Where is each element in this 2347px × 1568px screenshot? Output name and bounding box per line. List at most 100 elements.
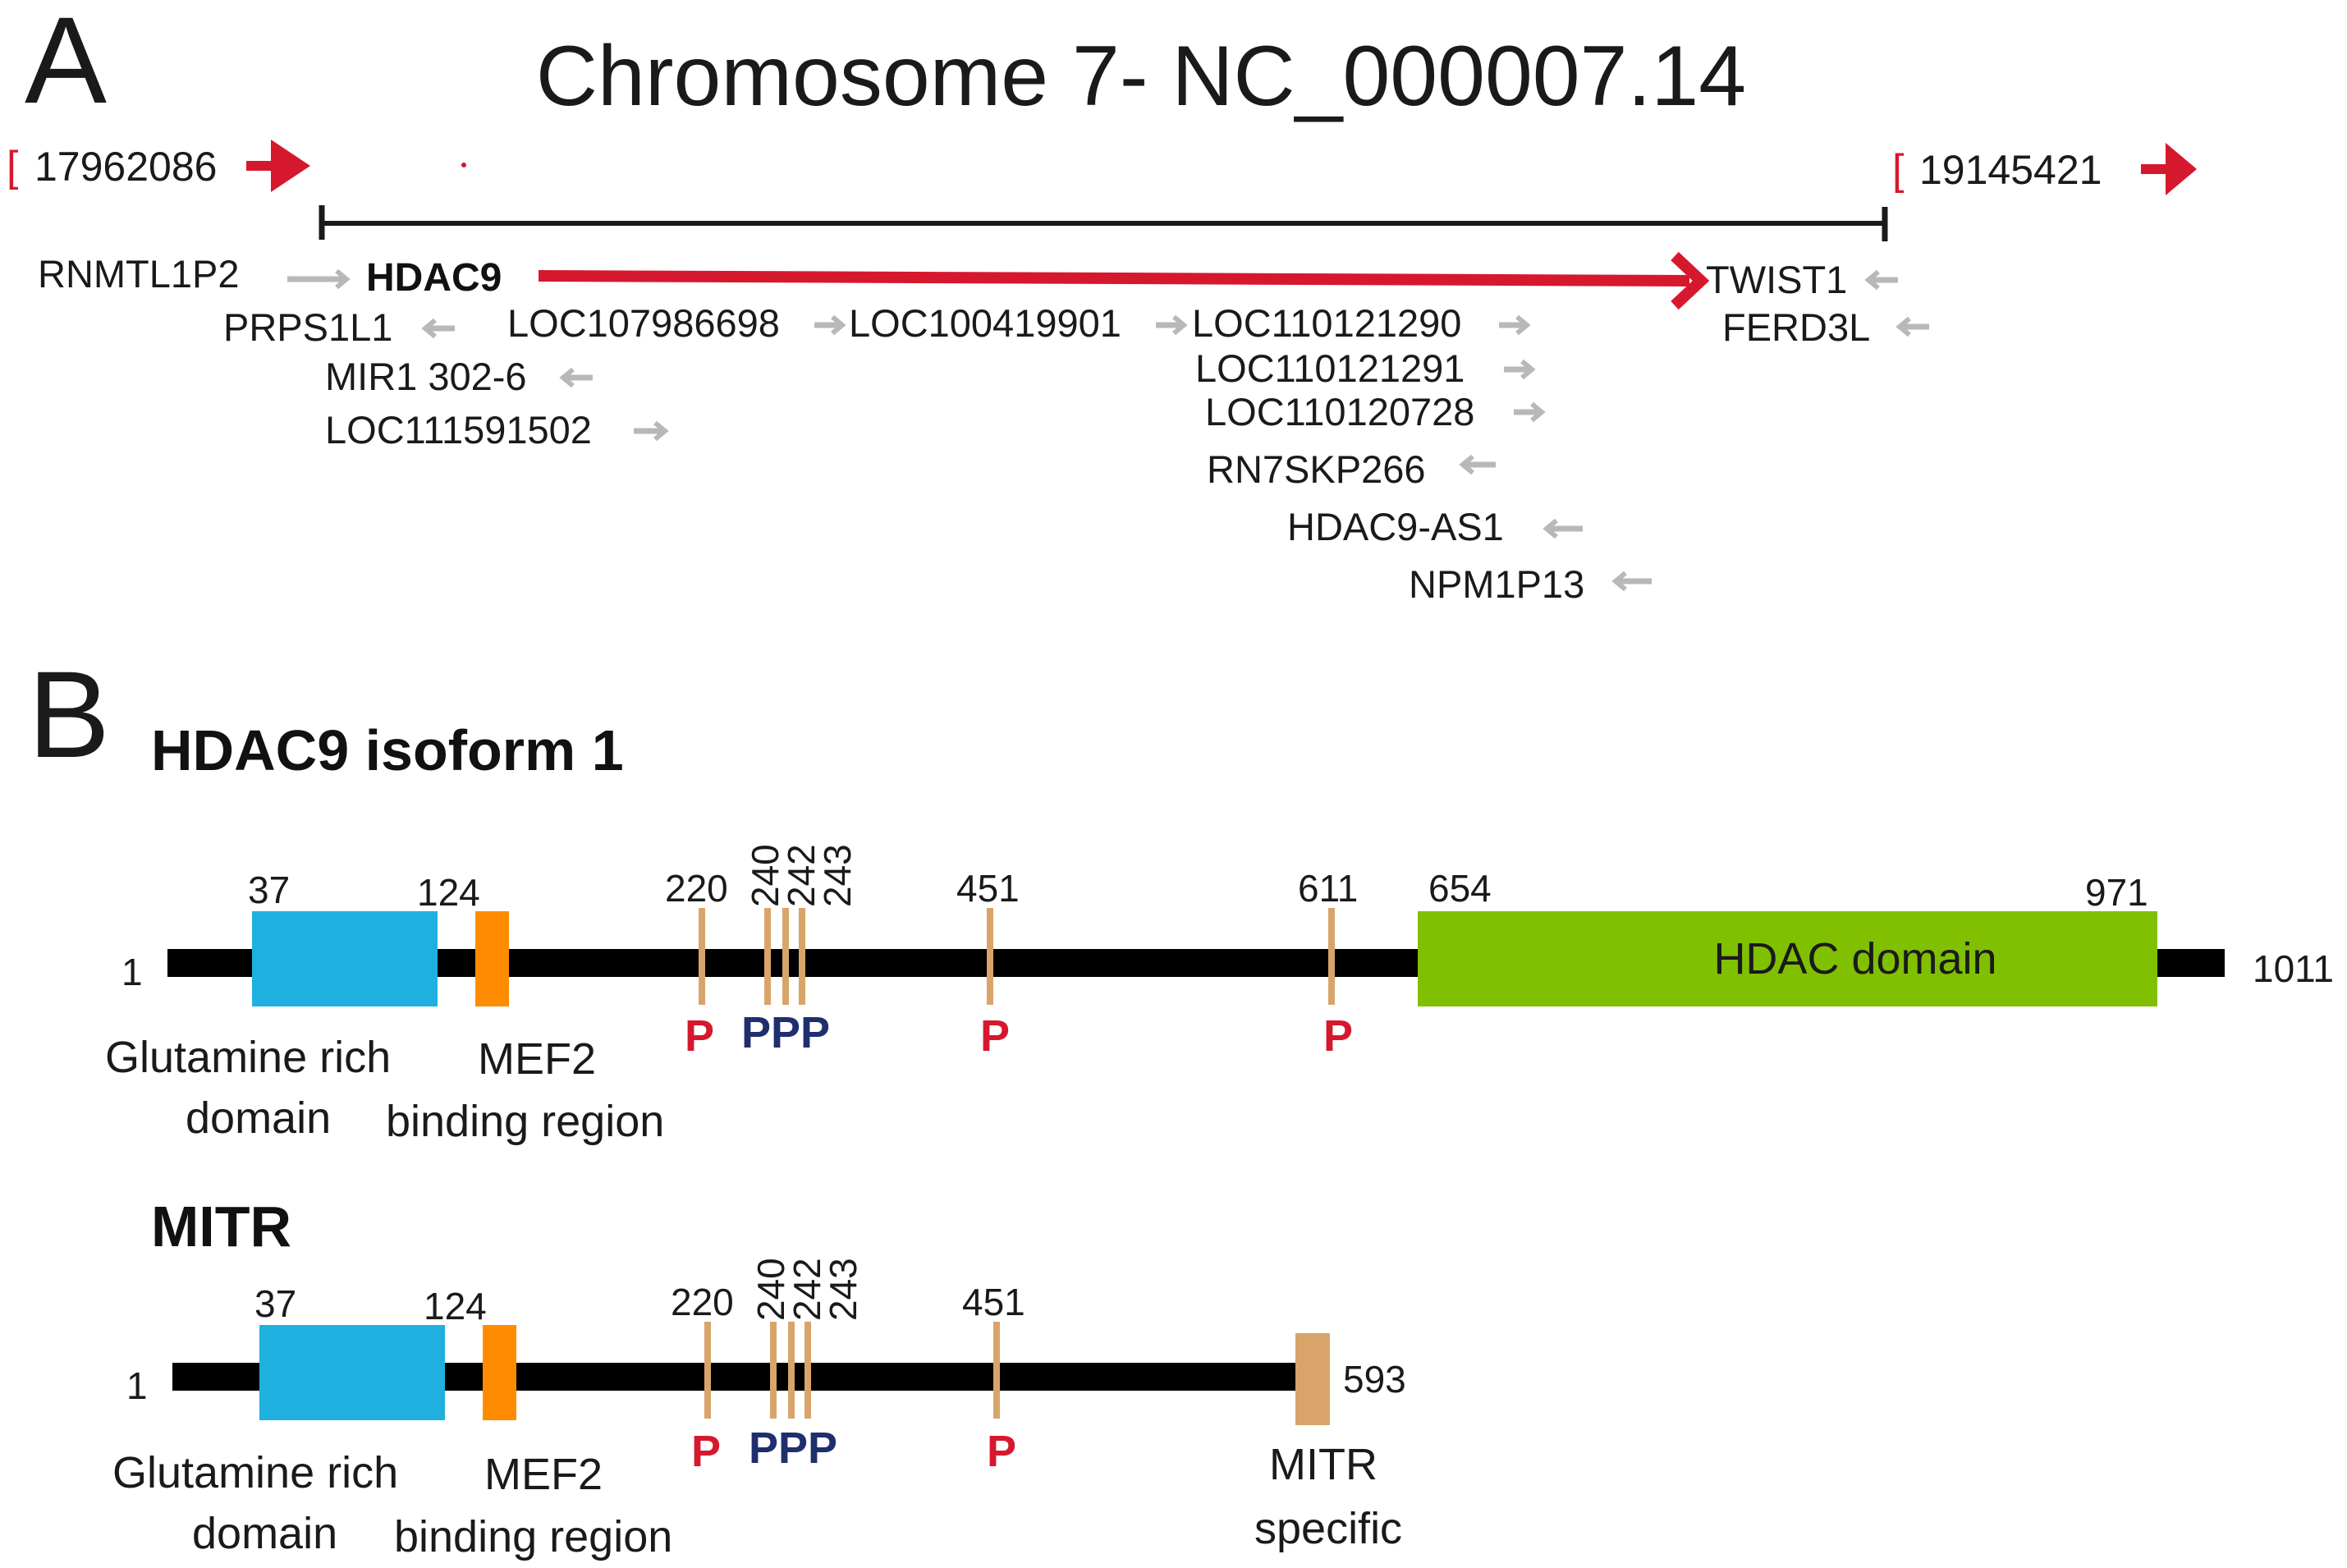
- forward-arrow-icon: [1156, 314, 1188, 336]
- gene-prps1l1: PRPS1L1: [223, 305, 455, 349]
- site-label-220: 220: [671, 1281, 734, 1323]
- glutamine-caption-line2: domain: [192, 1509, 337, 1558]
- hdac-start-label: 654: [1428, 867, 1492, 910]
- reverse-arrow-icon: [1864, 269, 1898, 291]
- glutamine-end-label: 124: [417, 871, 480, 914]
- gene-ferd3l: FERD3L: [1722, 305, 1929, 349]
- mef2-binding-region: [483, 1325, 516, 1420]
- site-marker: [804, 1322, 811, 1419]
- gene-loc110120728: LOC110120728: [1205, 390, 1546, 433]
- site-marker: [699, 908, 705, 1005]
- gene-label: LOC110120728: [1205, 390, 1474, 433]
- gene-rn7skp266: RN7SKP266: [1207, 447, 1496, 491]
- isoform-title: HDAC9 isoform 1: [151, 718, 624, 782]
- reverse-arrow-icon: [1895, 316, 1929, 337]
- range-bar: [319, 205, 1888, 241]
- reverse-arrow-icon: [559, 367, 593, 388]
- gene-npm1p13: NPM1P13: [1409, 562, 1652, 606]
- glutamine-end-label: 124: [424, 1285, 487, 1327]
- isoform-hdac9-1: HDAC9 isoform 1 1 1011 37 124 220 240 24…: [105, 718, 2334, 1146]
- site-marker: [770, 1322, 777, 1419]
- forward-arrow-icon: [1504, 359, 1536, 380]
- site-label-451: 451: [956, 867, 1020, 910]
- end-arrow-icon: [2141, 143, 2197, 195]
- gene-label: RN7SKP266: [1207, 447, 1426, 491]
- panel-a: A Chromosome 7- NC_000007.14 [ 17962086 …: [7, 0, 2197, 606]
- hdac-end-label: 971: [2085, 871, 2148, 914]
- end-bracket: [: [1892, 146, 1905, 194]
- site-marker: [788, 1322, 795, 1419]
- chromosome-title: Chromosome 7- NC_000007.14: [536, 29, 1746, 124]
- site-marker: [987, 908, 993, 1005]
- phospho-label: P: [980, 1011, 1010, 1061]
- site-marker: [993, 1322, 1000, 1419]
- gene-label: LOC107986698: [507, 301, 780, 345]
- mitr-specific-caption-line1: MITR: [1269, 1440, 1377, 1489]
- reverse-arrow-icon: [1611, 571, 1652, 592]
- start-position-label: 1: [121, 951, 143, 993]
- site-marker: [764, 908, 771, 1005]
- gene-label: LOC111591502: [325, 408, 592, 452]
- mef2-caption-line1: MEF2: [484, 1450, 603, 1499]
- mitr-specific-caption-line2: specific: [1254, 1504, 1402, 1553]
- start-position-label: 1: [126, 1364, 148, 1407]
- phospho-label: P: [691, 1427, 721, 1476]
- start-coordinate: 17962086: [34, 144, 217, 190]
- hdac9-gene-arrow: [538, 251, 1710, 310]
- forward-arrow-icon: [1499, 314, 1531, 336]
- phospho-label: P: [1323, 1011, 1353, 1061]
- gene-label: PRPS1L1: [223, 305, 392, 349]
- start-bracket: [: [7, 143, 19, 190]
- gene-label: LOC110121291: [1195, 346, 1465, 390]
- gene-loc110121290: LOC110121290: [1192, 301, 1531, 345]
- site-label-240: 240: [744, 844, 786, 907]
- site-label-242: 242: [786, 1258, 828, 1321]
- site-label-240: 240: [749, 1258, 792, 1321]
- site-label-242: 242: [780, 844, 823, 907]
- site-marker: [799, 908, 805, 1005]
- site-label-243: 243: [816, 844, 859, 907]
- gene-hdac9-as1: HDAC9-AS1: [1287, 505, 1583, 548]
- mitr-specific-region: [1295, 1333, 1330, 1425]
- gene-loc111591502: LOC111591502: [325, 408, 669, 452]
- gene-twist1: TWIST1: [1706, 258, 1898, 301]
- glutamine-start-label: 37: [254, 1282, 296, 1325]
- gene-mir1-302-6: MIR1 302-6: [325, 355, 593, 398]
- glutamine-rich-domain: [252, 911, 438, 1006]
- phospho-label: P: [987, 1427, 1016, 1476]
- glutamine-caption-line2: domain: [186, 1093, 331, 1143]
- gene-label: LOC100419901: [849, 301, 1121, 345]
- site-label-451: 451: [962, 1281, 1025, 1323]
- gene-loc107986698: LOC107986698: [507, 301, 846, 345]
- gene-hdac9-label: HDAC9: [366, 256, 502, 300]
- isoform-mitr: MITR 1 593 37 124 220 240 242 243 451 P: [112, 1194, 1406, 1561]
- gene-rnmtl1p2: RNMTL1P2: [38, 252, 351, 296]
- mef2-caption-line2: binding region: [394, 1512, 672, 1561]
- mef2-binding-region: [475, 911, 509, 1006]
- forward-arrow-icon: [1514, 401, 1546, 423]
- glutamine-start-label: 37: [248, 869, 290, 911]
- gene-list: RNMTL1P2 HDAC9 TWIST1 PRPS1L1: [38, 252, 1929, 606]
- gene-loc110121291: LOC110121291: [1195, 346, 1536, 390]
- hdac-domain: [1418, 911, 2157, 1006]
- reverse-arrow-icon: [1459, 454, 1496, 475]
- start-arrow-icon: [246, 140, 310, 192]
- site-marker: [1328, 908, 1335, 1005]
- end-position-label: 1011: [2253, 947, 2334, 990]
- glutamine-caption-line1: Glutamine rich: [105, 1033, 391, 1082]
- phospho-label: PPP: [741, 1008, 830, 1057]
- gene-label: NPM1P13: [1409, 562, 1584, 606]
- site-marker: [782, 908, 789, 1005]
- site-label-611: 611: [1298, 867, 1358, 910]
- end-position-label: 593: [1343, 1358, 1406, 1401]
- gene-loc100419901: LOC100419901: [849, 301, 1188, 345]
- end-coordinate: 19145421: [1919, 147, 2102, 193]
- site-label-243: 243: [822, 1258, 864, 1321]
- forward-arrow-icon: [814, 314, 846, 336]
- mef2-caption-line2: binding region: [386, 1097, 664, 1146]
- hdac-domain-label: HDAC domain: [1713, 934, 1996, 983]
- site-markers: [699, 908, 1335, 1005]
- gene-label: LOC110121290: [1192, 301, 1461, 345]
- forward-arrow-icon: [634, 420, 669, 442]
